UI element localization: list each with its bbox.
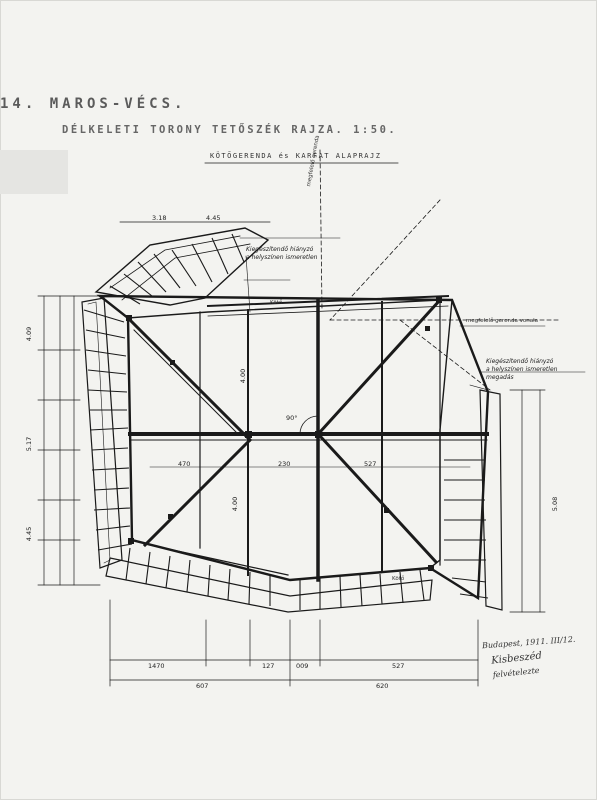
note-right: Kiegészítendő hiányzó a helyszínen ismer… [486,358,557,382]
dim-bottom-total-1: 607 [196,682,209,690]
dim-middle-2: 230 [278,460,291,468]
drawing-title: 14. MAROS-VÉCS. [0,96,187,112]
note-right-line-2: a helyszínen ismeretlen [486,366,558,373]
plan-title: KÖTŐGERENDA és KARFAT ALAPRAJZ [210,152,382,160]
dim-bottom-4: 527 [392,662,405,670]
signature-name: Kisbeszéd felvételezte [491,649,544,682]
dim-bottom-total-2: 620 [376,682,389,690]
note-top: Kiegészítendő hiányzó a helyszínen ismer… [246,246,317,262]
dim-left-3: 4.45 [25,526,34,542]
note-top-line-2: a helyszínen ismeretlen [246,254,318,261]
note-top-line-1: Kiegészítendő hiányzó [246,246,314,253]
note-right-line-3: megadás [486,374,514,381]
dim-middle-3: 527 [364,460,377,468]
dim-bottom-3: 009 [296,662,309,670]
dim-top-2: 4.45 [206,214,221,222]
dim-left-1: 4.09 [25,326,34,342]
dim-vertical-1: 4.00 [239,368,248,384]
dim-top-1: 3.18 [152,214,167,222]
dim-left-2: 5.17 [25,436,34,452]
archive-stamp-smudge [0,150,68,194]
dim-middle-1: 470 [178,460,191,468]
dim-right-1: 5.08 [551,496,560,512]
dim-vertical-2: 4.00 [231,496,240,512]
right-label: megfelelő gerenda vonala [466,318,538,324]
dim-bottom-1: 1470 [148,662,165,670]
small-label-bottom: Kötő [392,576,405,582]
small-label-top: Kötő [270,300,283,306]
note-right-line-1: Kiegészítendő hiányzó [486,358,554,365]
dim-bottom-2: 127 [262,662,275,670]
angle-label: 90° [286,414,298,422]
drawing-subtitle: DÉLKELETI TORONY TETŐSZÉK RAJZA. 1:50. [62,124,398,136]
